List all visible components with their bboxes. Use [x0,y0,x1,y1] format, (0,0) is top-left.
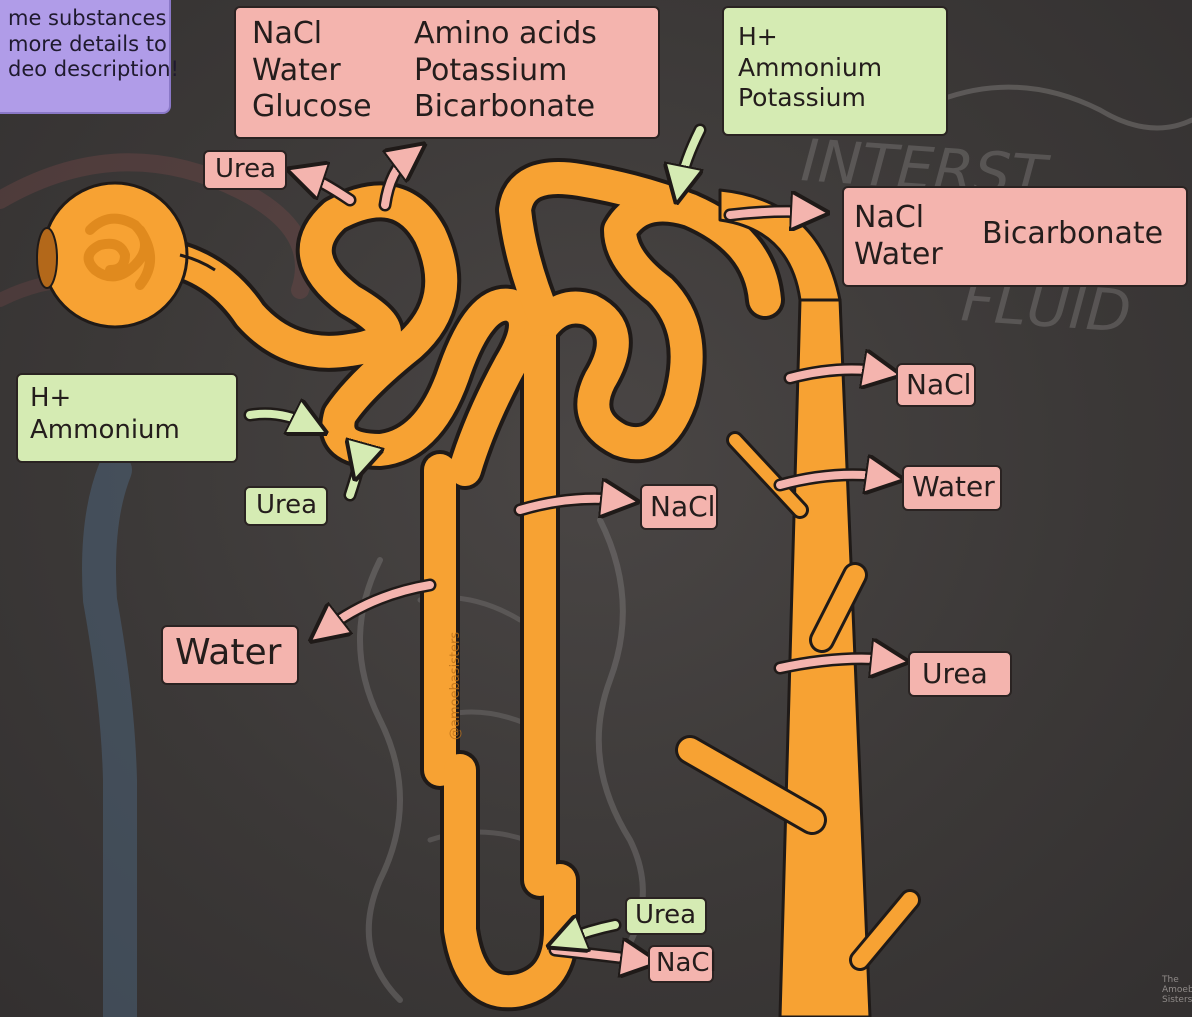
label-nacl: NaCl [650,490,708,524]
thick-nacl-box: NaCl [640,484,718,530]
note-line: more details to [8,32,159,58]
cd-nacl-box: NaCl [896,363,976,407]
pct-urea-in-box: Urea [244,486,328,526]
nephron-tubule [170,178,910,1017]
loop-urea-box: Urea [625,897,707,935]
label-ammonium: Ammonium [30,415,224,447]
loop-nacl-box: NaCl [648,945,714,983]
label-glucose: Glucose [252,89,372,126]
arrow-pct-urea-in [350,462,360,495]
label-water: Water [252,53,372,90]
note-line: deo description! [8,57,159,83]
label-nacl: NaCl [656,948,706,980]
dct-secretion-box: H+ Ammonium Potassium [722,6,948,136]
label-potassium: Potassium [414,53,597,90]
label-urea: Urea [922,657,998,691]
label-ammonium: Ammonium [738,53,932,84]
label-nacl: NaCl [906,368,966,402]
label-urea: Urea [635,900,697,932]
label-potassium: Potassium [738,83,932,114]
cd-water-box: Water [902,465,1002,511]
dct-reabsorption-box: NaCl Water Bicarbonate [842,186,1188,287]
label-h-plus: H+ [738,22,932,53]
note-line: me substances [8,6,159,32]
label-bicarbonate: Bicarbonate [414,89,597,126]
label-h-plus: H+ [30,383,224,415]
label-water: Water [912,470,992,504]
label-amino-acids: Amino acids [414,16,597,53]
arrow-dct-out [730,211,810,215]
corner-logo-line: Sisters [1162,996,1192,1006]
watermark: @amoebasisters [448,632,463,740]
pct-urea-box: Urea [203,150,287,190]
arrow-descending-water [325,585,430,630]
label-water: Water [175,631,285,675]
note-box: me substances more details to deo descri… [0,0,171,114]
glomerulus [37,183,215,327]
corner-logo: The Amoeb Sisters [1162,976,1192,1006]
pct-secretion-box: H+ Ammonium [16,373,238,463]
pct-reabsorption-box: NaCl Water Glucose Amino acids Potassium… [234,6,660,139]
label-bicarbonate: Bicarbonate [982,216,1163,253]
label-urea: Urea [256,490,316,522]
descending-water-box: Water [161,625,299,685]
cd-urea-box: Urea [908,651,1012,697]
label-water: Water [854,237,943,274]
label-nacl: NaCl [252,16,372,53]
label-nacl: NaCl [854,200,943,237]
label-urea: Urea [215,154,275,186]
